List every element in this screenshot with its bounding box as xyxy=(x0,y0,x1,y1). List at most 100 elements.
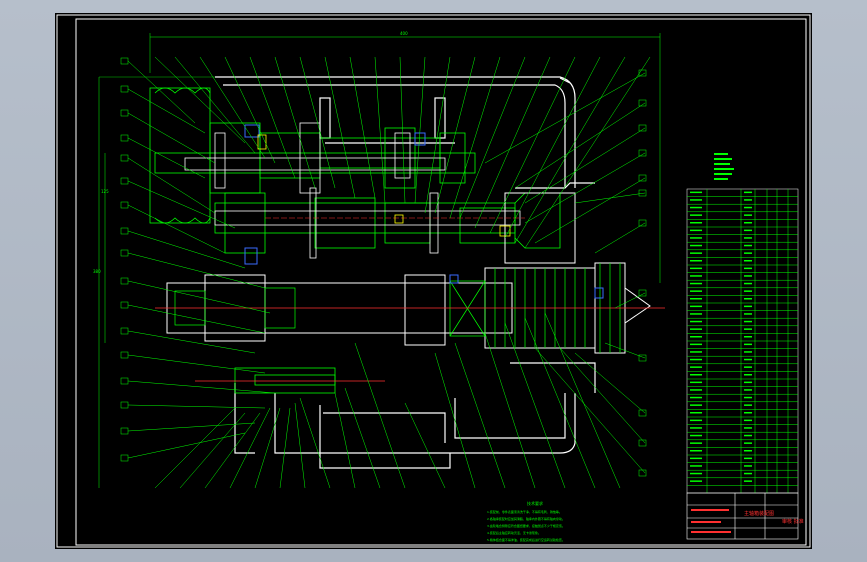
table-cell-mark xyxy=(690,381,702,384)
table-cell-mark xyxy=(744,252,752,254)
table-cell-mark xyxy=(744,381,752,384)
table-cell-mark xyxy=(744,275,752,277)
table-cell-mark xyxy=(744,396,752,399)
table-cell-mark xyxy=(744,434,752,437)
table-cell-mark xyxy=(744,191,752,194)
table-cell-mark xyxy=(690,237,702,239)
table-cell-mark xyxy=(744,229,752,232)
table-cell-mark xyxy=(690,275,702,277)
table-cell-mark xyxy=(690,412,702,414)
table-cell-mark xyxy=(744,244,752,247)
table-cell-mark xyxy=(744,320,752,323)
leader-lines-left xyxy=(127,60,276,459)
assembly-drawing: 400 380 125 xyxy=(56,14,811,548)
table-cell-mark xyxy=(690,298,702,300)
table-cell-mark xyxy=(690,267,702,270)
leader-lines-bottom xyxy=(154,312,621,489)
table-cell-mark xyxy=(744,389,752,391)
table-cell-mark xyxy=(744,214,752,216)
table-cell-mark xyxy=(690,366,702,368)
svg-text:3.齿轮啮合侧隙应符合图纸要求，接触斑点不少于规定值。: 3.齿轮啮合侧隙应符合图纸要求，接触斑点不少于规定值。 xyxy=(487,523,565,528)
table-cell-mark xyxy=(744,290,752,292)
table-cell-mark xyxy=(690,282,702,285)
title-block-name: 主轴箱装配图 xyxy=(744,511,775,517)
title-block-stamp: 审核 批准 xyxy=(782,519,804,525)
notes-title: 技术要求 xyxy=(527,500,543,506)
table-cell-mark xyxy=(690,290,702,292)
table-cell-mark xyxy=(744,412,752,414)
table-cell-mark xyxy=(690,427,702,429)
table-cell-mark xyxy=(744,480,752,482)
svg-text:5.箱体结合面不得渗油，装配完成后进行空运转试验检查。: 5.箱体结合面不得渗油，装配完成后进行空运转试验检查。 xyxy=(487,537,565,542)
table-cell-mark xyxy=(690,465,702,467)
table-cell-mark xyxy=(690,434,702,437)
table-cell-mark xyxy=(690,320,702,323)
inner-frame xyxy=(75,18,807,546)
table-cell-mark xyxy=(744,374,752,376)
table-cell-mark xyxy=(744,260,752,262)
table-cell-mark xyxy=(690,260,702,262)
dimension-left-b: 380 xyxy=(93,269,101,274)
table-cell-mark xyxy=(690,351,702,353)
table-cell-mark xyxy=(744,328,752,330)
table-cell-mark xyxy=(690,404,702,406)
table-cell-mark xyxy=(744,457,752,460)
table-cell-mark xyxy=(690,343,702,346)
blue-parts xyxy=(244,124,604,299)
dimension-top: 400 xyxy=(400,31,408,36)
table-cell-mark xyxy=(744,298,752,300)
table-cell-mark xyxy=(690,419,702,422)
table-cell-mark xyxy=(690,252,702,254)
table-cell-mark xyxy=(690,229,702,232)
table-cell-mark xyxy=(690,336,702,338)
table-cell-mark xyxy=(690,222,702,224)
leader-lines-right xyxy=(484,72,646,474)
table-cell-mark xyxy=(690,457,702,460)
table-cell-mark xyxy=(744,427,752,429)
housing-outline xyxy=(215,76,596,469)
table-cell-mark xyxy=(744,450,752,452)
leader-lines-top xyxy=(154,56,651,249)
table-cell-mark xyxy=(690,374,702,376)
middle-shaft xyxy=(214,192,561,254)
table-cell-mark xyxy=(744,237,752,239)
table-cell-mark xyxy=(690,450,702,452)
table-cell-mark xyxy=(690,191,702,194)
parts-list-table xyxy=(686,188,799,494)
table-cell-mark xyxy=(690,214,702,216)
table-cell-mark xyxy=(690,305,702,308)
table-cell-mark xyxy=(690,244,702,247)
table-cell-mark xyxy=(690,206,702,209)
table-cell-mark xyxy=(690,396,702,399)
table-cell-mark xyxy=(744,358,752,361)
table-cell-mark xyxy=(744,267,752,270)
table-cell-mark xyxy=(690,199,702,201)
part-balloons xyxy=(120,57,647,477)
table-cell-mark xyxy=(690,472,702,475)
table-cell-mark xyxy=(744,366,752,368)
table-cell-mark xyxy=(744,222,752,224)
table-cell-mark xyxy=(690,480,702,482)
table-cell-mark xyxy=(744,404,752,406)
table-cell-mark xyxy=(690,358,702,361)
table-cell-mark xyxy=(744,351,752,353)
table-cell-mark xyxy=(744,343,752,346)
dimension-left-a: 125 xyxy=(101,189,109,194)
svg-text:1.装配前，零件表面须清洗干净，不得有毛刺、锈蚀等。: 1.装配前，零件表面须清洗干净，不得有毛刺、锈蚀等。 xyxy=(487,509,562,514)
table-cell-mark xyxy=(690,328,702,330)
table-cell-mark xyxy=(744,419,752,422)
table-cell-mark xyxy=(744,305,752,308)
table-cell-mark xyxy=(744,282,752,285)
main-spindle xyxy=(166,192,651,354)
outer-frame xyxy=(56,14,811,548)
title-block xyxy=(686,492,799,540)
parts-list-text xyxy=(690,191,752,482)
table-cell-mark xyxy=(744,442,752,444)
table-cell-mark xyxy=(744,472,752,475)
table-cell-mark xyxy=(744,206,752,209)
table-cell-mark xyxy=(744,313,752,315)
table-cell-mark xyxy=(690,313,702,315)
drawing-sheet[interactable]: 400 380 125 xyxy=(55,13,812,549)
technical-notes: 1.装配前，零件表面须清洗干净，不得有毛刺、锈蚀等。 2.各轴承装配时应加润滑脂… xyxy=(487,509,565,542)
